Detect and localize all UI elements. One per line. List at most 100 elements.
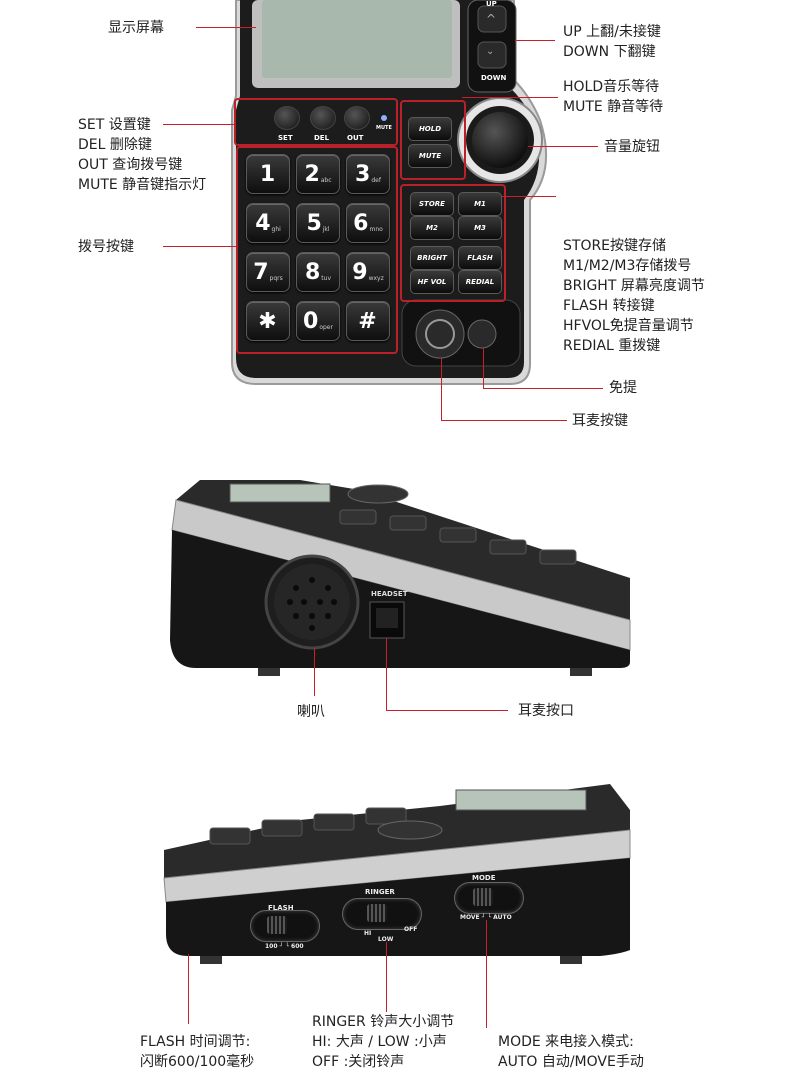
dial-key-digit: 7 [253,259,269,285]
label-set-group: SET 设置键 DEL 删除键 OUT 查询拨号键 MUTE 静音键指示灯 [78,117,207,193]
label-volume-knob: 音量旋钮 [604,139,660,155]
flash-switch-title: FLASH [268,904,294,912]
mute-led-label: MUTE [376,125,392,131]
mode-switch-knob[interactable] [473,888,493,906]
function-key-label: M1 [474,200,486,208]
dial-key-letters: wxyz [368,274,384,282]
out-button[interactable] [344,106,370,130]
flash-switch-knob[interactable] [267,916,287,934]
label-store-group: STORE按键存储 M1/M2/M3存储拨号 BRIGHT 屏幕亮度调节 FLA… [563,238,705,354]
up-arrow-icon[interactable]: ^ [486,12,497,26]
ringer-switch-knob[interactable] [367,904,387,922]
phone-side1-body [170,480,631,676]
mute-led-icon [381,115,387,121]
function-key[interactable]: M1 [458,192,502,216]
ringer-hi: HI [364,930,372,937]
dial-key-digit: 9 [352,259,368,285]
dial-key-letters: def [371,176,381,184]
function-key-label: M3 [474,224,486,232]
dial-key[interactable]: # [346,301,390,341]
down-arrow-icon[interactable]: ⌄ [486,46,495,57]
function-key-label: HF VOL [417,278,447,286]
set-label: SET [278,134,293,142]
line-headset-port-h [386,710,508,711]
ringer-switch-title: RINGER [365,888,395,896]
label-up-down: UP 上翻/未接键 DOWN 下翻键 [563,24,661,60]
dial-key-digit: 0 [303,308,319,334]
function-key[interactable]: STORE [410,192,454,216]
dial-key-digit: 1 [259,161,276,187]
label-flash: FLASH 时间调节: 闪断600/100毫秒 [140,1034,255,1070]
line-display [196,27,256,28]
dial-key-digit: # [358,308,377,334]
line-speaker [314,648,315,696]
line-set-group [163,124,235,125]
keypad-box [236,146,398,354]
ringer-switch[interactable] [342,898,422,930]
ringer-low: LOW [378,936,394,943]
function-keys-box [400,184,506,302]
mode-switch[interactable] [454,882,524,914]
dial-key-digit: 8 [304,259,321,285]
flash-switch[interactable] [250,910,320,942]
mute-button[interactable]: MUTE [408,144,452,168]
out-label: OUT [347,134,364,142]
hold-button[interactable]: HOLD [408,117,452,141]
dial-key[interactable]: 1 [246,154,290,194]
del-label: DEL [314,134,330,142]
function-key[interactable]: HF VOL [410,270,454,294]
dial-key-letters: abc [320,176,332,184]
line-flash [188,954,189,1024]
del-button[interactable] [310,106,336,130]
function-key-label: M2 [426,224,438,232]
dial-key-digit: 2 [304,161,320,187]
line-up-down [515,40,555,41]
side-view-speaker: HEADSET 喇叭 耳麦按口 [0,450,790,730]
mode-switch-title: MODE [472,874,496,882]
label-handsfree: 免提 [609,380,637,396]
dial-key-digit: 3 [355,161,371,187]
side-view-switches: FLASH 100 ┘ └ 600 RINGER HI LOW OFF MODE… [0,770,790,1075]
function-key-label: FLASH [467,254,493,262]
line-ringer [386,942,387,1012]
set-button[interactable] [274,106,300,130]
dial-key-letters: mno [369,225,383,233]
dial-key-letters: tuv [321,274,332,282]
function-key-label: STORE [419,200,445,208]
function-key-label: REDIAL [465,278,495,286]
line-store-group [502,196,556,197]
function-key[interactable]: M3 [458,216,502,240]
line-volume [528,146,598,147]
dial-key-digit: 5 [306,210,322,236]
mode-switch-options: MOVE ┘ └ AUTO [460,914,512,921]
label-ringer: RINGER 铃声大小调节 HI: 大声 / LOW :小声 OFF :关闭铃声 [312,1014,455,1070]
dial-key-letters: oper [319,323,333,331]
label-hold-mute: HOLD音乐等待 MUTE 静音等待 [563,79,664,115]
line-headset-port-v [386,638,387,710]
function-key[interactable]: REDIAL [458,270,502,294]
line-handsfree-v [483,348,484,388]
function-key[interactable]: FLASH [458,246,502,270]
set-group-box [234,98,398,146]
dial-key-letters: pqrs [269,274,283,282]
dial-key-digit: ✱ [258,308,277,334]
function-key[interactable]: M2 [410,216,454,240]
function-key-label: BRIGHT [417,254,447,262]
label-headset-port: 耳麦按口 [518,703,574,719]
dial-key[interactable]: ✱ [246,301,290,341]
dial-key-digit: 6 [353,210,369,236]
line-hold-mute [462,97,558,98]
function-key[interactable]: BRIGHT [410,246,454,270]
line-dial-keys [163,246,236,247]
label-headset-button: 耳麦按键 [572,413,628,429]
label-mode: MODE 来电接入模式: AUTO 自动/MOVE手动 [498,1034,644,1070]
